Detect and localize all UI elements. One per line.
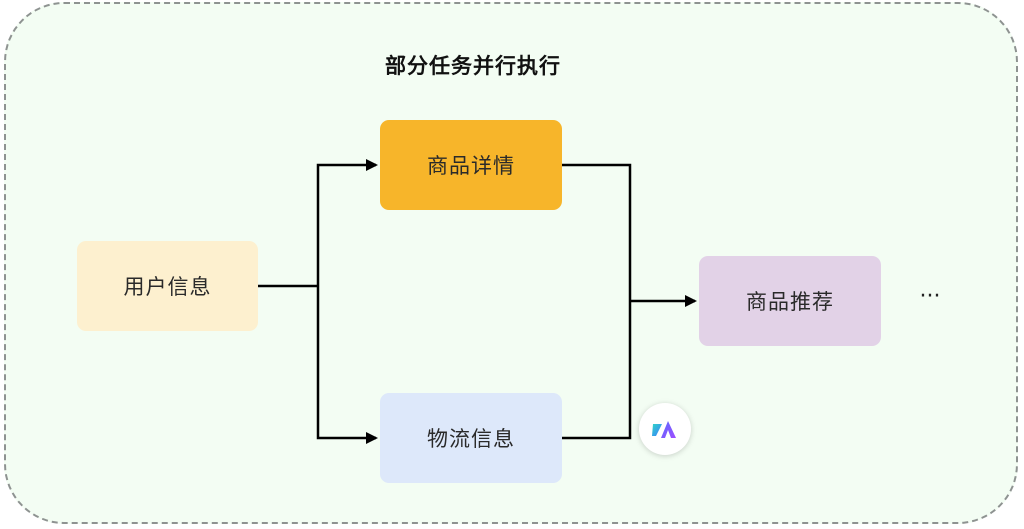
continuation-ellipsis: ···	[919, 284, 941, 309]
edge-logistics-to-merge	[562, 301, 632, 440]
edge-detail-to-merge	[562, 163, 632, 301]
floating-app-badge[interactable]	[639, 403, 691, 455]
node-logistics-info: 物流信息	[380, 393, 562, 483]
edge-split-to-detail	[316, 159, 378, 286]
node-product-detail: 商品详情	[380, 120, 562, 210]
node-user-info: 用户信息	[77, 241, 258, 331]
diagram-title: 部分任务并行执行	[385, 54, 561, 78]
app-logo-icon	[652, 421, 676, 438]
node-product-recommendation: 商品推荐	[699, 256, 881, 346]
edge-split-to-logistics	[316, 286, 378, 444]
